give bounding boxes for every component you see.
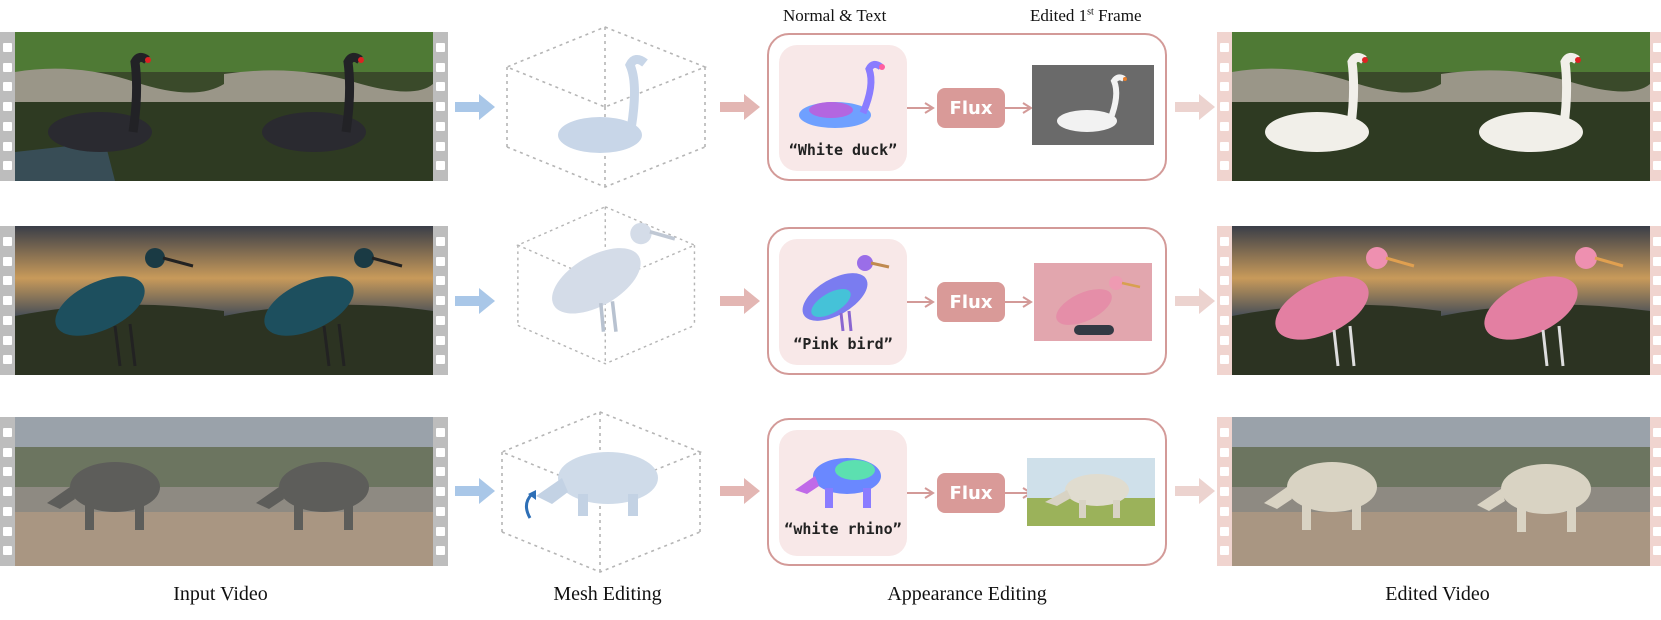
film-strip-icon — [1650, 32, 1661, 181]
film-strip-icon — [1217, 226, 1232, 375]
edited-first-frame-label: Edited 1st Frame — [1030, 6, 1142, 25]
caption-mesh-editing: Mesh Editing — [553, 583, 662, 605]
edited-frame-swan-2 — [1441, 32, 1650, 181]
edited-video-strip-rhino — [1217, 417, 1661, 566]
arrow-right-icon — [455, 478, 495, 504]
appearance-panel-swan: “White duck” Flux — [767, 33, 1167, 181]
input-frame-rhino-2 — [224, 417, 433, 566]
edited-frame-rhino-2 — [1441, 417, 1650, 566]
flux-model-box: Flux — [937, 282, 1005, 322]
arrow-right-icon — [1175, 288, 1215, 314]
normal-text-card-rhino: “white rhino” — [779, 430, 907, 556]
film-strip-icon — [0, 417, 15, 566]
arrow-right-icon — [907, 487, 935, 499]
edited-frame-rhino-1 — [1232, 417, 1441, 566]
edited-first-frame-swan — [1032, 65, 1154, 145]
prompt-text: “Pink bird” — [793, 335, 893, 353]
film-strip-icon — [433, 32, 448, 181]
wireframe-cube-icon — [516, 206, 697, 365]
edited-frame-bird-1 — [1232, 226, 1441, 375]
arrow-right-icon — [455, 94, 495, 120]
normal-map-swan — [799, 60, 885, 128]
input-frame-bird-2 — [224, 226, 433, 375]
input-frame-rhino-1 — [15, 417, 224, 566]
arrow-right-icon — [720, 94, 760, 120]
arrow-right-icon — [1175, 478, 1215, 504]
arrow-right-icon — [907, 296, 935, 308]
arrow-right-icon — [720, 288, 760, 314]
arrow-right-icon — [1005, 296, 1033, 308]
normal-text-card-swan: “White duck” — [779, 45, 907, 171]
film-strip-icon — [0, 32, 15, 181]
normal-text-card-bird: “Pink bird” — [779, 239, 907, 365]
edited-first-frame-rhino — [1027, 458, 1155, 526]
normal-map-rhino — [795, 458, 881, 508]
edited-video-strip-swan — [1217, 32, 1661, 181]
edited-video-strip-bird — [1217, 226, 1661, 375]
film-strip-icon — [433, 226, 448, 375]
rotate-arrow-icon — [525, 492, 534, 519]
prompt-text: “White duck” — [788, 141, 898, 159]
arrow-right-icon — [907, 102, 935, 114]
input-video-strip-rhino — [0, 417, 448, 566]
input-frame-swan-2 — [224, 32, 433, 181]
film-strip-icon — [433, 417, 448, 566]
arrow-right-icon — [455, 288, 495, 314]
film-strip-icon — [1217, 32, 1232, 181]
normal-text-label: Normal & Text — [783, 6, 887, 25]
edited-first-frame-bird — [1034, 263, 1152, 341]
film-strip-icon — [1650, 417, 1661, 566]
film-strip-icon — [1217, 417, 1232, 566]
arrow-right-icon — [1005, 102, 1033, 114]
input-video-strip-bird — [0, 226, 448, 375]
caption-input-video: Input Video — [173, 583, 268, 605]
flux-model-box: Flux — [937, 473, 1005, 513]
prompt-text: “white rhino” — [784, 520, 902, 538]
input-video-strip-swan — [0, 32, 448, 181]
flux-model-box: Flux — [937, 88, 1005, 128]
edited-frame-swan-1 — [1232, 32, 1441, 181]
wireframe-cube-icon — [505, 26, 708, 188]
wireframe-cube-icon — [500, 411, 703, 573]
caption-edited-video: Edited Video — [1385, 583, 1490, 605]
appearance-panel-bird: “Pink bird” Flux — [767, 227, 1167, 375]
arrow-right-icon — [1175, 94, 1215, 120]
caption-appearance-editing: Appearance Editing — [887, 583, 1047, 605]
input-frame-swan-1 — [15, 32, 224, 181]
edited-frame-bird-2 — [1441, 226, 1650, 375]
film-strip-icon — [0, 226, 15, 375]
input-frame-bird-1 — [15, 226, 224, 375]
arrow-right-icon — [720, 478, 760, 504]
appearance-panel-rhino: “white rhino” Flux — [767, 418, 1167, 566]
film-strip-icon — [1650, 226, 1661, 375]
normal-map-bird — [802, 255, 890, 332]
